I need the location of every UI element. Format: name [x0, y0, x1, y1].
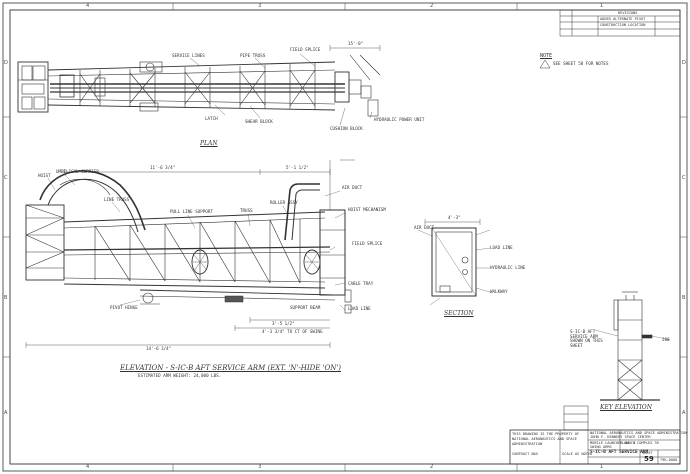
zone-right-b: B: [682, 295, 686, 301]
elevation-view: [25, 159, 355, 348]
title-block: [509, 405, 681, 465]
revision-block: [559, 9, 681, 37]
zone-bottom-1: 1: [600, 464, 604, 470]
dim-elev-bottom-mid: 3'-5 1/2": [272, 321, 295, 326]
zone-top-2: 2: [430, 3, 434, 9]
zone-left-a: A: [4, 410, 8, 416]
notes-line-1: SEE SHEET 58 FOR NOTES: [553, 61, 609, 66]
dim-elev-top-left: 11'-6 3/4": [150, 165, 176, 170]
zone-right-c: C: [682, 175, 686, 181]
elev-callout-1: UMBILICAL CARRIER: [56, 169, 99, 174]
tb-left-line-1: THIS DRAWING IS THE PROPERTY OF: [512, 432, 580, 436]
tb-facility: MOBILE LAUNCHER NO. 1: [590, 441, 636, 445]
tb-scale: SCALE AS NOTED: [562, 452, 593, 456]
zone-bottom-2: 2: [430, 464, 434, 470]
elev-callout-2: HOIST: [38, 173, 51, 178]
zone-top-1: 1: [600, 3, 604, 9]
zone-right-d: D: [682, 60, 686, 66]
tb-org: NATIONAL AERONAUTICS AND SPACE ADMINISTR…: [590, 431, 688, 435]
tb-left-line-2: NATIONAL AERONAUTICS AND SPACE: [512, 437, 577, 441]
elev-callout-4: PULL LINE SUPPORT: [170, 209, 213, 214]
zone-left-b: B: [4, 295, 8, 301]
zone-ticks: [3, 3, 687, 471]
section-callout-1: AIR DUCT: [414, 225, 435, 230]
plan-callout-7: HYDRAULIC POWER UNIT: [374, 117, 425, 122]
section-callout-3: HYDRAULIC LINE: [490, 265, 526, 270]
tb-left-line-3: ADMINISTRATION: [512, 442, 543, 446]
plan-callout-5: SHEAR BLOCK: [245, 119, 273, 124]
elev-callout-8: FIELD SPLICE: [352, 241, 383, 246]
tb-drawing-no: 79K-0000: [660, 458, 678, 462]
plan-callout-3: FIELD SPLICE: [290, 47, 321, 52]
revision-heading: REVISIONS: [618, 11, 638, 15]
plan-callout-6: CUSHION BLOCK: [330, 126, 363, 131]
elev-callout-12: AIR DUCT: [342, 185, 363, 190]
revision-row-2: CONSTRUCTION LOCATION: [600, 23, 646, 27]
dim-section-top: 4'-3": [448, 215, 461, 220]
plan-callout-2: PIPE TRUSS: [240, 53, 266, 58]
elev-callout-7: PIVOT HINGE: [110, 305, 138, 310]
elev-callout-5: TRUSS: [240, 208, 253, 213]
tb-sheet-label: SHEET: [642, 451, 653, 455]
elev-callout-3: LINE TRUSS: [104, 197, 130, 202]
elevation-view-title: ELEVATION - S-IC-B AFT SERVICE ARM (EXT.…: [120, 364, 341, 372]
dim-elev-top-right: 5'-1 1/2": [286, 165, 309, 170]
zone-left-d: D: [4, 60, 8, 66]
section-view: [417, 219, 491, 306]
notes-heading: NOTE: [540, 53, 553, 59]
dim-plan-top: 15'-0": [348, 41, 364, 46]
tb-drawing-title: S-IC-B AFT SERVICE ARM: [590, 450, 649, 455]
zone-left-c: C: [4, 175, 8, 181]
tb-project: LAUNCH COMPLEX 39: [622, 441, 659, 445]
zone-bottom-3: 3: [258, 464, 262, 470]
tb-sheet-no: 59: [644, 455, 654, 463]
section-callout-2: LOAD LINE: [490, 245, 513, 250]
key-elevation-value: 280: [662, 337, 670, 342]
tb-office: JOHN F. KENNEDY SPACE CENTER: [590, 435, 651, 439]
elevation-view-subtitle: ESTIMATED ARM WEIGHT: 24,000 LBS.: [138, 373, 222, 378]
elev-callout-9: HOIST MECHANISM: [348, 207, 386, 212]
tb-subject: SWING ARMS: [590, 445, 612, 449]
plan-view: [17, 45, 381, 126]
note-delta-symbol: [539, 59, 551, 69]
zone-bottom-4: 4: [86, 464, 90, 470]
elev-callout-6: ROLLER ASSY: [270, 200, 298, 205]
dim-elev-bottom: 14'-6 3/4": [146, 346, 172, 351]
zone-right-a: A: [682, 410, 686, 416]
plan-callout-4: LATCH: [205, 116, 218, 121]
zone-top-3: 3: [258, 3, 262, 9]
dim-elev-bottom-right: 4'-3 3/4" TO CT OF SWING: [262, 329, 323, 334]
section-callout-4: WALKWAY: [490, 289, 508, 294]
tb-contract: CONTRACT NAS: [512, 452, 538, 456]
elev-callout-11: LOAD LINE: [348, 306, 371, 311]
elev-callout-10: CABLE TRAY: [348, 281, 374, 286]
plan-view-title: PLAN: [200, 140, 218, 147]
key-elevation-title: KEY ELEVATION: [600, 404, 652, 411]
revision-row-1: ADDED ALTERNATE PIVOT: [600, 17, 646, 21]
elev-callout-13: SUPPORT BEAM: [290, 305, 321, 310]
key-elevation-note: S-IC-B AFT SERVICE ARM SHOWN ON THIS SHE…: [570, 329, 603, 348]
zone-top-4: 4: [86, 3, 90, 9]
key-elevation: [594, 291, 671, 401]
plan-callout-1: SERVICE LINES: [172, 53, 205, 58]
section-view-title: SECTION: [444, 310, 474, 317]
